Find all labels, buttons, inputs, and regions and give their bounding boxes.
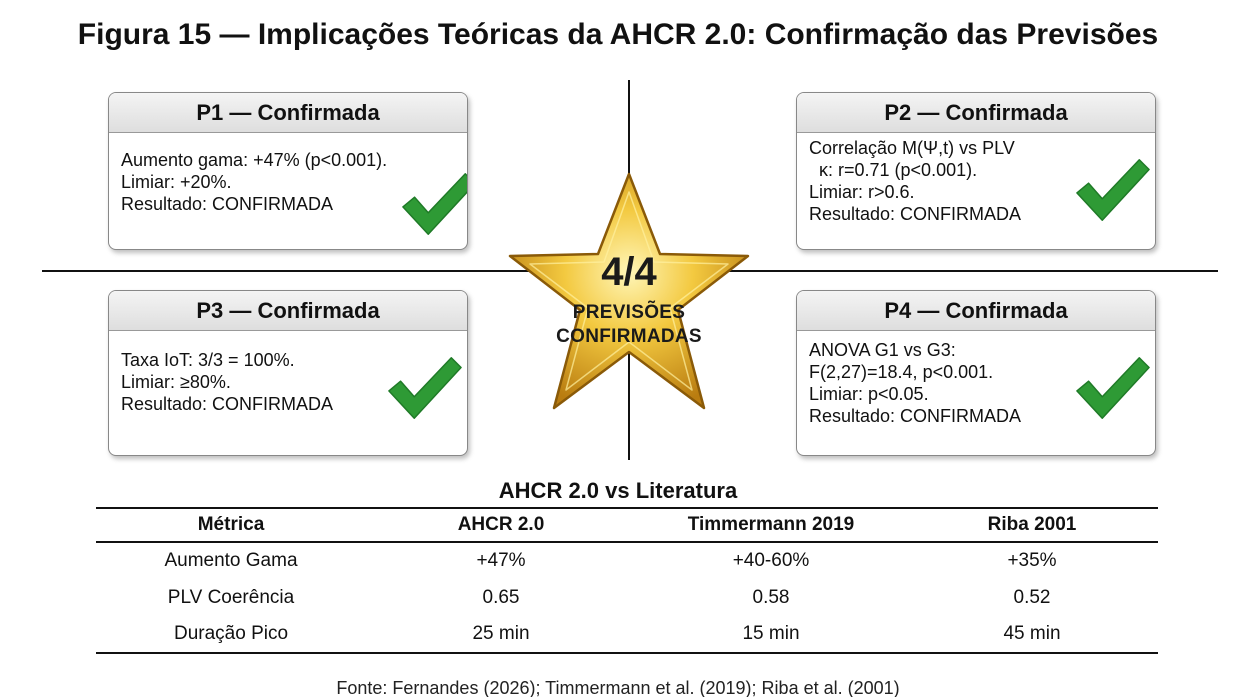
table-row: Aumento Gama +47% +40-60% +35% [96, 542, 1158, 579]
card-title: P3 — Confirmada [109, 291, 467, 331]
card-line: Limiar: r>0.6. [809, 182, 915, 202]
table-cell: 0.58 [752, 586, 790, 608]
table-row: PLV Coerência 0.65 0.58 0.52 [96, 579, 1158, 616]
star-count: 4/4 [601, 250, 657, 294]
column-header: Timmermann 2019 [636, 507, 906, 543]
table-cell: +35% [1007, 550, 1057, 571]
table-header-row: Métrica AHCR 2.0 Timmermann 2019 Riba 20… [96, 507, 1158, 543]
card-line: Resultado: CONFIRMADA [121, 194, 334, 214]
column-header: AHCR 2.0 [366, 507, 636, 543]
card-line: ANOVA G1 vs G3: [809, 340, 956, 360]
card-line: Limiar: ≥80%. [121, 372, 231, 392]
star-badge: 4/4 PREVISÕES CONFIRMADAS [498, 168, 760, 420]
table-cell: 25 min [366, 616, 636, 654]
check-icon [388, 357, 462, 419]
card-line: Resultado: CONFIRMADA [809, 406, 1022, 426]
table-cell: Duração Pico [96, 616, 366, 654]
card-line: Limiar: +20%. [121, 172, 232, 192]
star-label-line1: PREVISÕES [572, 302, 686, 323]
table-cell: PLV Coerência [167, 586, 295, 608]
check-icon [1076, 357, 1150, 419]
table-row: Duração Pico 25 min 15 min 45 min [96, 616, 1158, 654]
prediction-card-p4: P4 — Confirmada ANOVA G1 vs G3: F(2,27)=… [796, 290, 1156, 456]
card-line: Aumento gama: +47% (p<0.001). [121, 150, 388, 170]
star-icon [508, 172, 750, 410]
card-title: P1 — Confirmada [109, 93, 467, 133]
prediction-card-p1: P1 — Confirmada Aumento gama: +47% (p<0.… [108, 92, 468, 250]
card-title: P4 — Confirmada [797, 291, 1155, 331]
figure-title: Figura 15 — Implicações Teóricas da AHCR… [77, 18, 1159, 51]
table-cell: 0.65 [482, 586, 520, 608]
check-icon [402, 173, 467, 235]
table-cell: +40-60% [732, 550, 810, 571]
prediction-card-p2: P2 — Confirmada Correlação M(Ψ,t) vs PLV… [796, 92, 1156, 250]
card-title: P2 — Confirmada [797, 93, 1155, 133]
prediction-card-p3: P3 — Confirmada Taxa IoT: 3/3 = 100%. Li… [108, 290, 468, 456]
card-line: Limiar: p<0.05. [809, 384, 929, 404]
table-cell: 15 min [636, 616, 906, 654]
column-header: Riba 2001 [906, 507, 1158, 543]
card-line: Taxa IoT: 3/3 = 100%. [121, 350, 295, 370]
source-caption: Fonte: Fernandes (2026); Timmermann et a… [336, 678, 900, 697]
card-line: Resultado: CONFIRMADA [809, 204, 1022, 224]
table-cell: Aumento Gama [164, 550, 298, 571]
card-line: Resultado: CONFIRMADA [121, 394, 334, 414]
table-cell: 0.52 [1013, 586, 1051, 608]
table-title: AHCR 2.0 vs Literatura [498, 478, 738, 503]
check-icon [1076, 159, 1150, 221]
table-cell: +47% [476, 550, 526, 571]
table-cell: 45 min [906, 616, 1158, 654]
card-line: κ: r=0.71 (p<0.001). [809, 160, 978, 180]
card-line: Correlação M(Ψ,t) vs PLV [809, 138, 1015, 158]
column-header: Métrica [96, 507, 366, 543]
comparison-table: Métrica AHCR 2.0 Timmermann 2019 Riba 20… [96, 507, 1158, 654]
card-line: F(2,27)=18.4, p<0.001. [809, 362, 994, 382]
star-label-line2: CONFIRMADAS [556, 326, 702, 347]
